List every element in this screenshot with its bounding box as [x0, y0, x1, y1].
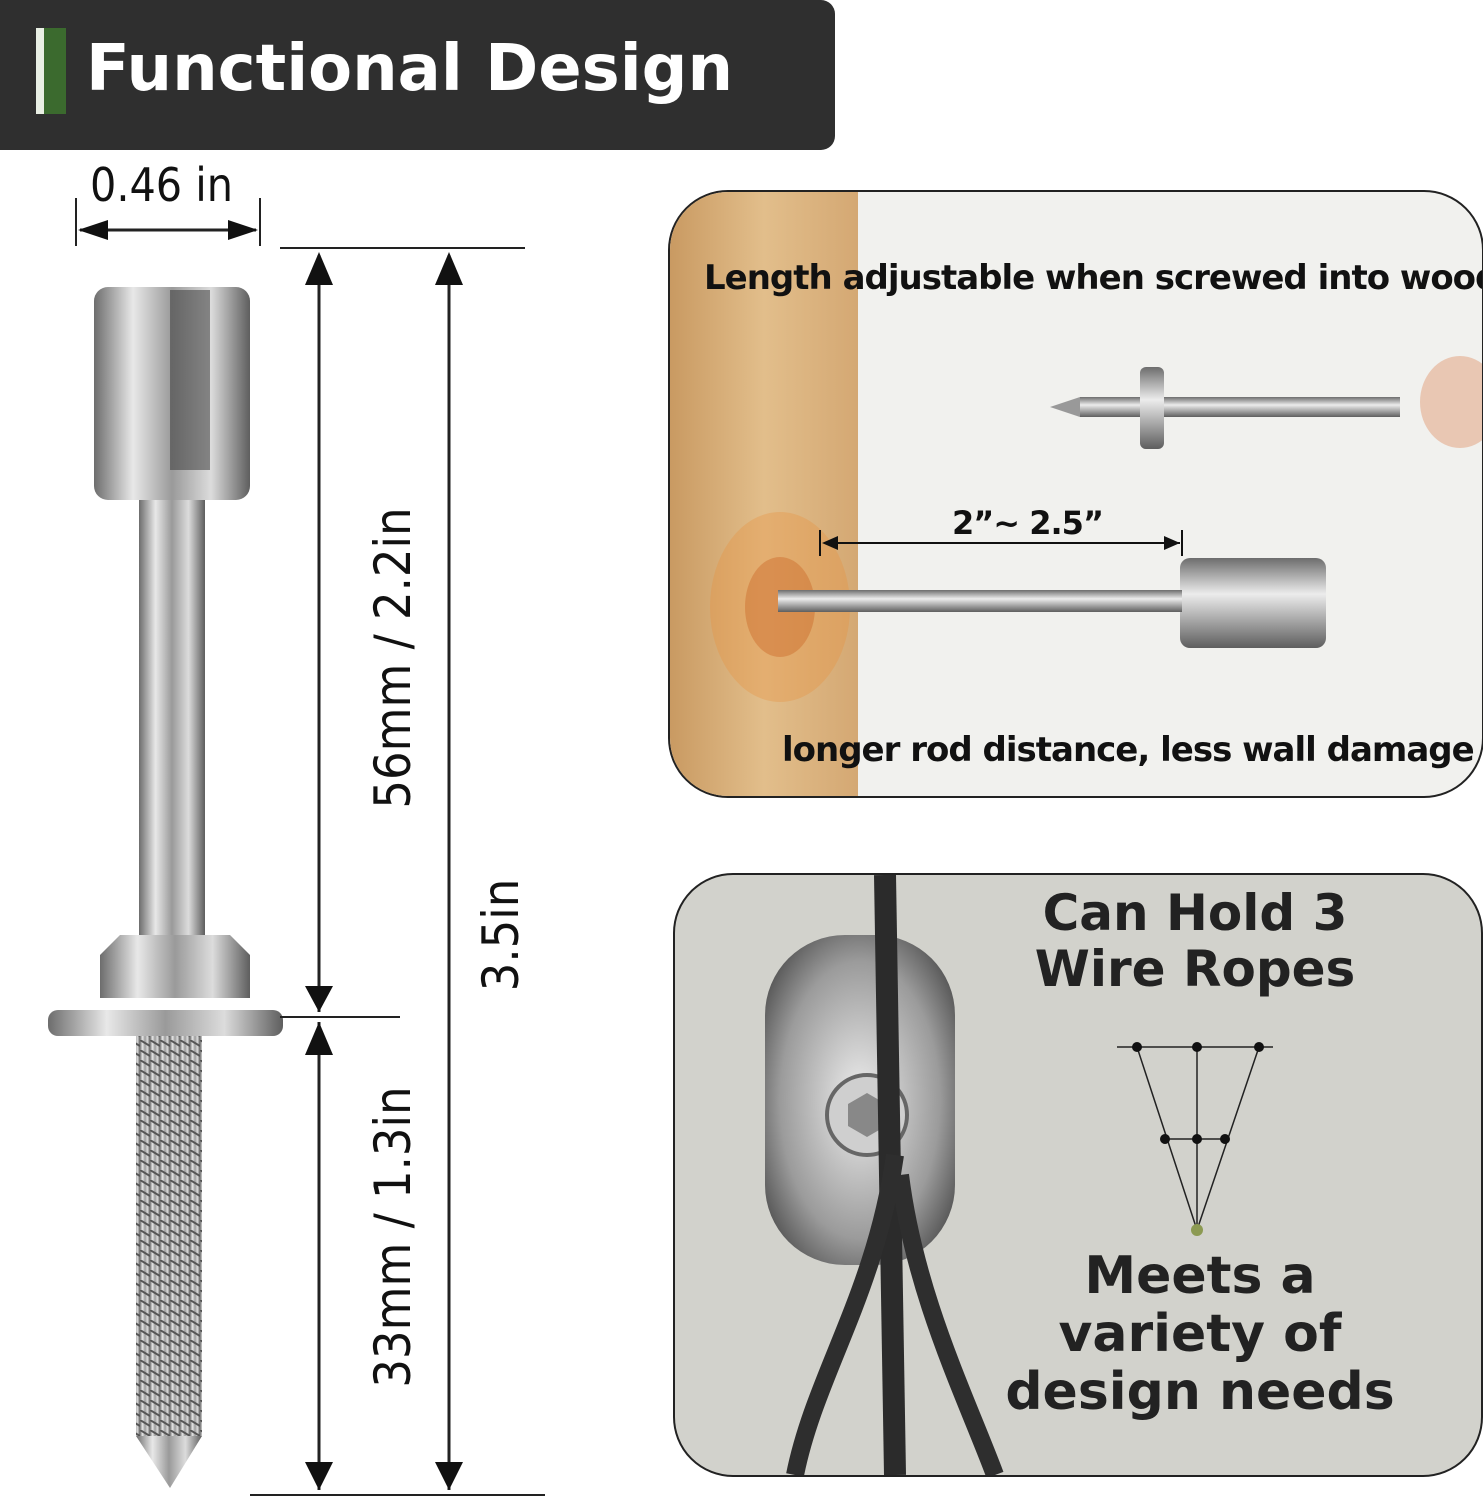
- wood-install-panel: Length adjustable when screwed into wood…: [668, 190, 1483, 798]
- wood-plank: [670, 192, 858, 796]
- wire-rope-illustration: [765, 875, 1273, 1475]
- wood-caption-bottom: longer rod distance, less wall damage: [782, 730, 1475, 770]
- width-dimension-label: 0.46 in: [90, 158, 233, 212]
- screw-tip: [136, 1436, 202, 1488]
- wire-rope-panel: Can Hold 3 Wire Ropes Meets a variety of…: [673, 873, 1483, 1477]
- rope-caption-top: Can Hold 3 Wire Ropes: [1005, 885, 1385, 997]
- header-accent-bar: [36, 28, 66, 114]
- hex-nut: [100, 935, 250, 998]
- page-title: Functional Design: [86, 32, 733, 106]
- wire-rope-2: [786, 1153, 904, 1475]
- wire-rope-3: [891, 1173, 1004, 1475]
- rope-caption-top-line1: Can Hold 3: [1042, 884, 1348, 942]
- wood-caption-top: Length adjustable when screwed into wood: [704, 258, 1483, 298]
- wood-install-illustration: [670, 192, 1482, 796]
- upper-length-label: 56mm / 2.2in: [364, 507, 422, 809]
- rope-caption-bottom-line1: Meets a: [1084, 1246, 1316, 1306]
- thread-section: [136, 1036, 202, 1436]
- rope-caption-bottom: Meets a variety of design needs: [1005, 1247, 1395, 1422]
- lower-length-label: 33mm / 1.3in: [364, 1086, 422, 1388]
- rope-caption-bottom-line3: design needs: [1005, 1362, 1395, 1423]
- screw-shaft: [139, 500, 205, 940]
- installed-cap: [1180, 558, 1326, 648]
- distance-label: 2”~ 2.5”: [952, 504, 1104, 542]
- screw-dimension-drawing: [48, 198, 545, 1496]
- rope-caption-top-line2: Wire Ropes: [1034, 940, 1356, 998]
- loose-screw: [1080, 397, 1400, 417]
- rope-caption-bottom-line2: variety of: [1058, 1304, 1342, 1365]
- header-banner: [0, 0, 835, 150]
- total-length-label: 3.5in: [472, 878, 530, 992]
- washer: [48, 1010, 283, 1036]
- hand: [1420, 356, 1482, 448]
